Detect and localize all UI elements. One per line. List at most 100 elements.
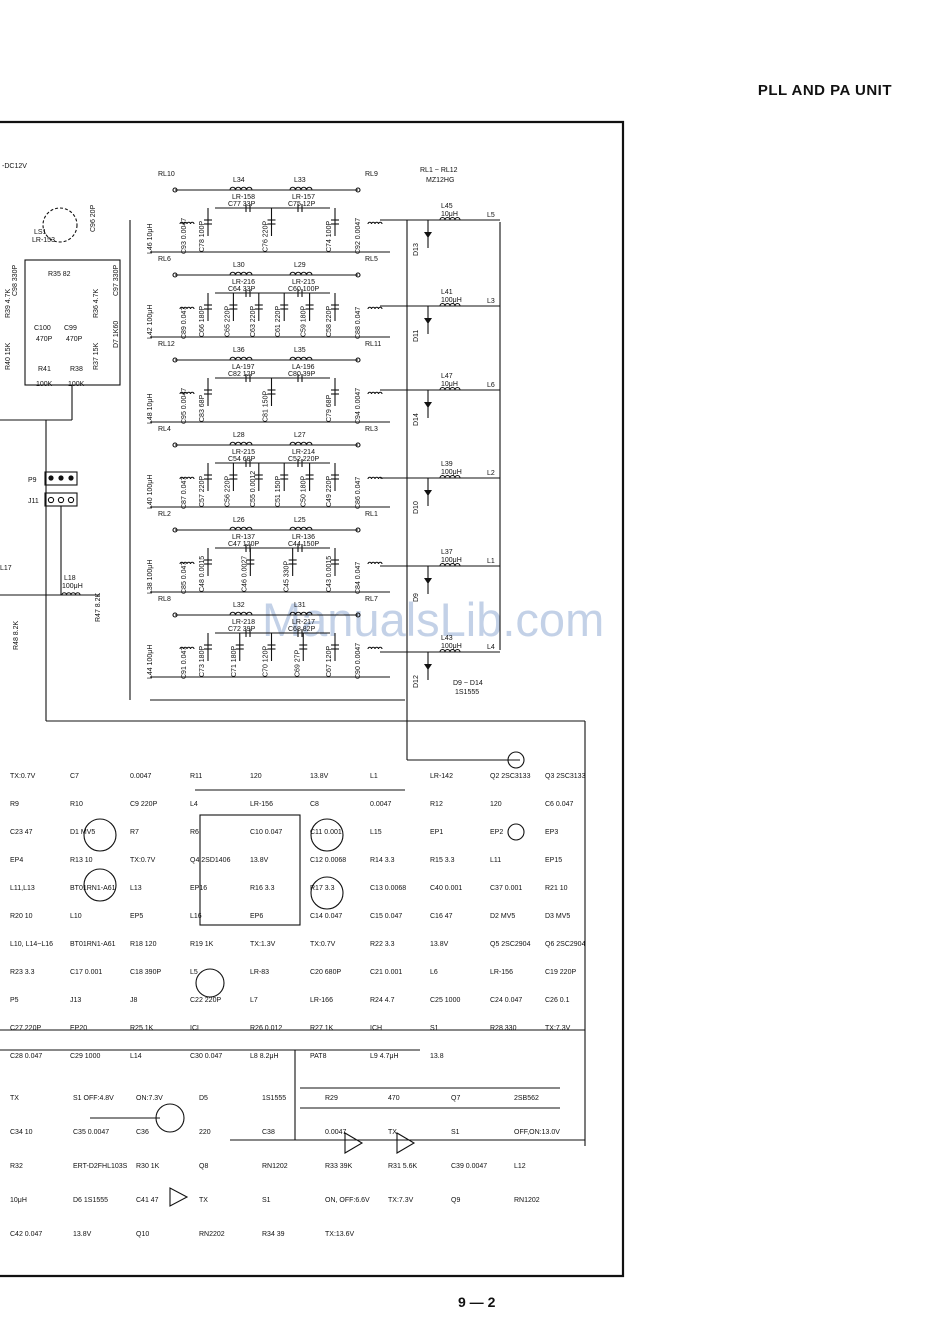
pa-bottom-label: TX <box>388 1129 397 1136</box>
pa-bottom-label: RN1202 <box>514 1197 540 1204</box>
pa-part-label: R12 <box>430 801 443 808</box>
left-block-part: LR-153 <box>32 237 55 244</box>
pa-part-label: C21 0.001 <box>370 969 402 976</box>
pa-part-label: EP20 <box>70 1025 87 1032</box>
capacitor-label: C84 0.047 <box>355 562 362 594</box>
pa-part-label: ICH <box>370 1025 382 1032</box>
inductor-symbol <box>367 306 383 310</box>
buffer-q9 <box>344 1132 364 1154</box>
transistor-q5 <box>310 818 344 852</box>
output-choke-value: 100μH <box>441 297 462 304</box>
inductor-symbol <box>439 474 461 479</box>
inductor-symbol <box>289 526 313 531</box>
inductor-label: L33 <box>294 177 306 184</box>
inductor-symbol <box>289 441 313 446</box>
connector-j11 <box>44 492 78 507</box>
schematic-frame <box>0 120 625 1278</box>
inductor-label: L30 <box>233 262 245 269</box>
left-block-part: R39 4.7K <box>5 288 12 318</box>
capacitor-label: C85 0.047 <box>181 562 188 594</box>
pa-bottom-label: C39 0.0047 <box>451 1163 487 1170</box>
relay-label: RL12 <box>158 341 175 348</box>
left-block-part: C96 20P <box>90 204 97 232</box>
pa-part-label: J13 <box>70 997 81 1004</box>
pa-bottom-label: R34 39 <box>262 1231 285 1238</box>
pa-bottom-label: RN1202 <box>262 1163 288 1170</box>
pa-part-label: C9 220P <box>130 801 158 808</box>
pa-part-label: P5 <box>10 997 19 1004</box>
band-output-label: L3 <box>487 298 495 305</box>
pa-part-label: D3 MV5 <box>545 913 570 920</box>
output-choke-label: L37 <box>441 549 453 556</box>
transistor-q3 <box>83 868 117 902</box>
inductor-symbol <box>289 356 313 361</box>
band-output-label: L5 <box>487 212 495 219</box>
band-output-label: L1 <box>487 558 495 565</box>
pa-part-label: 0.0047 <box>370 801 392 808</box>
diode-label: D13 <box>413 243 420 256</box>
left-block-part: LS1 <box>34 229 47 236</box>
pa-part-label: Q2 2SC3133 <box>490 773 531 780</box>
pa-part-label: Q3 2SC3133 <box>545 773 586 780</box>
inductor-symbol <box>179 306 195 310</box>
diode-symbol <box>424 490 432 496</box>
capacitor-label: C89 0.047 <box>181 307 188 339</box>
shunt-capacitor-label: C69 27P <box>294 649 301 677</box>
choke-label: L42 100μH <box>147 305 154 339</box>
pa-part-label: L11,L13 <box>10 885 35 892</box>
pa-part-label: 13.8V <box>310 773 329 780</box>
band-output-label: L2 <box>487 470 495 477</box>
pa-part-label: 13.8V <box>250 857 269 864</box>
band-output-label: L6 <box>487 382 495 389</box>
pa-part-label: EP5 <box>130 913 143 920</box>
connector-p9 <box>44 471 78 486</box>
inductor-label: L28 <box>233 432 245 439</box>
pa-part-label: C25 1000 <box>430 997 460 1004</box>
capacitor-label: C94 0.0047 <box>355 388 362 424</box>
output-choke-label: L47 <box>441 373 453 380</box>
relay-label: RL2 <box>158 511 171 518</box>
pa-part-label: L13 <box>130 885 142 892</box>
pa-part-label: Q5 2SC2904 <box>490 941 531 948</box>
pa-part-label: C26 0.1 <box>545 997 570 1004</box>
pa-part-label: L1 <box>370 773 378 780</box>
output-choke-label: L45 <box>441 203 453 210</box>
capacitor-label: C92 0.0047 <box>355 218 362 254</box>
pa-part-label: 13.8 <box>430 1053 444 1060</box>
shunt-capacitor-label: C73 180P <box>199 646 206 677</box>
band-output-label: L4 <box>487 644 495 651</box>
diode-symbol <box>424 318 432 324</box>
pa-bottom-label: ON:7.3V <box>136 1095 163 1102</box>
pa-part-label: L8 8.2μH <box>250 1053 279 1060</box>
pa-bottom-label: 470 <box>388 1095 400 1102</box>
left-block-part: D7 1K60 <box>113 321 120 348</box>
pa-part-label: R10 <box>70 801 83 808</box>
capacitor-label: C60 100P <box>288 286 319 293</box>
left-block-part: C98 330P <box>12 265 19 296</box>
pa-part-label: S1 <box>430 1025 439 1032</box>
pa-bottom-label: 1S1555 <box>262 1095 286 1102</box>
coax-j8 <box>507 751 525 769</box>
pa-part-label: R22 3.3 <box>370 941 395 948</box>
inductor-symbol <box>229 356 253 361</box>
transistor-q2 <box>83 818 117 852</box>
pa-part-label: C8 <box>310 801 319 808</box>
capacitor-label: C93 0.0047 <box>181 218 188 254</box>
pa-part-label: R25 1K <box>130 1025 154 1032</box>
diode-symbol <box>424 578 432 584</box>
page-number: 9 — 2 <box>458 1294 496 1310</box>
inductor-label: L34 <box>233 177 245 184</box>
svg-text:J11: J11 <box>28 498 39 505</box>
inductor-part: LR-136 <box>292 534 315 541</box>
left-block-part: 100K <box>68 381 85 388</box>
choke-label: L40 100μH <box>147 475 154 509</box>
pa-part-label: EP6 <box>250 913 263 920</box>
pa-bottom-label: C38 <box>262 1129 275 1136</box>
shunt-capacitor-label: C67 120P <box>326 646 333 677</box>
capacitor-label: C47 120P <box>228 541 259 548</box>
capacitor-label: C82 12P <box>228 371 256 378</box>
